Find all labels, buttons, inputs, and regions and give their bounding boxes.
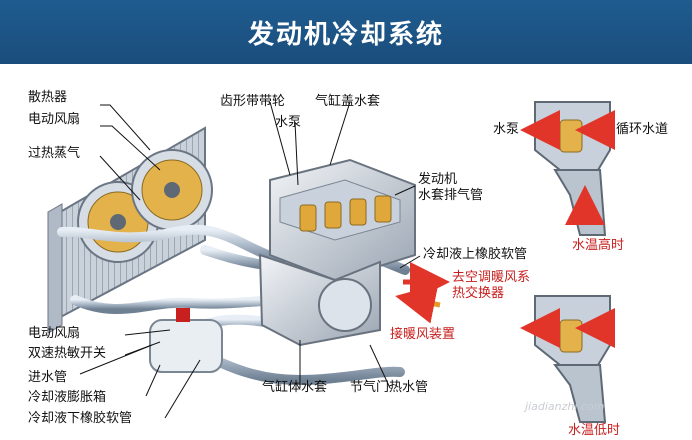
watermark: jiadianzhi.com [525, 400, 605, 413]
label-thermostat-circuit: 循环水道 [616, 122, 669, 137]
label-inlet-pipe: 进水管 [28, 370, 68, 385]
label-radiator: 散热器 [28, 90, 68, 105]
label-heater-connection: 接暖风装置 [390, 327, 456, 342]
cooling-system-diagram [47, 101, 615, 423]
label-thermostat-pump: 水泵 [493, 122, 520, 137]
thermostat-low-temp-graphic [520, 295, 615, 423]
diagram-title: 发动机冷却系统 [247, 20, 444, 50]
label-electric-fan-top: 电动风扇 [28, 112, 81, 127]
label-throttle-hot-water-pipe: 节气门热水管 [350, 380, 429, 395]
label-heater-exchanger: 去空调暖风系 热交换器 [452, 270, 531, 301]
label-low-temp: 水温低时 [568, 423, 621, 438]
label-expansion-tank: 冷却液膨胀箱 [28, 390, 107, 405]
leader-lines [79, 101, 421, 419]
thermostat-high-temp-graphic [520, 101, 615, 236]
fan-right-graphic [131, 149, 213, 231]
label-cylinder-head-jacket: 气缸盖水套 [315, 94, 381, 109]
label-engine-jacket-outlet: 发动机 水套排气管 [418, 172, 484, 203]
label-dual-speed-switch: 双速热敏开关 [28, 346, 107, 361]
expansion-tank-graphic [149, 308, 223, 373]
label-superheated-steam: 过热蒸气 [28, 146, 81, 161]
label-high-temp: 水温高时 [572, 238, 625, 253]
label-toothed-pulley: 齿形带带轮 [220, 94, 286, 109]
label-electric-fan-bottom: 电动风扇 [28, 326, 81, 341]
label-water-pump: 水泵 [275, 115, 302, 130]
engine-graphic [258, 158, 416, 347]
title-bar: 发动机冷却系统 [0, 0, 692, 64]
label-block-water-jacket: 气缸体水套 [262, 380, 328, 395]
label-upper-hose: 冷却液上橡胶软管 [423, 247, 528, 262]
label-lower-hose: 冷却液下橡胶软管 [28, 411, 133, 426]
heater-flow-arrows [395, 262, 450, 324]
